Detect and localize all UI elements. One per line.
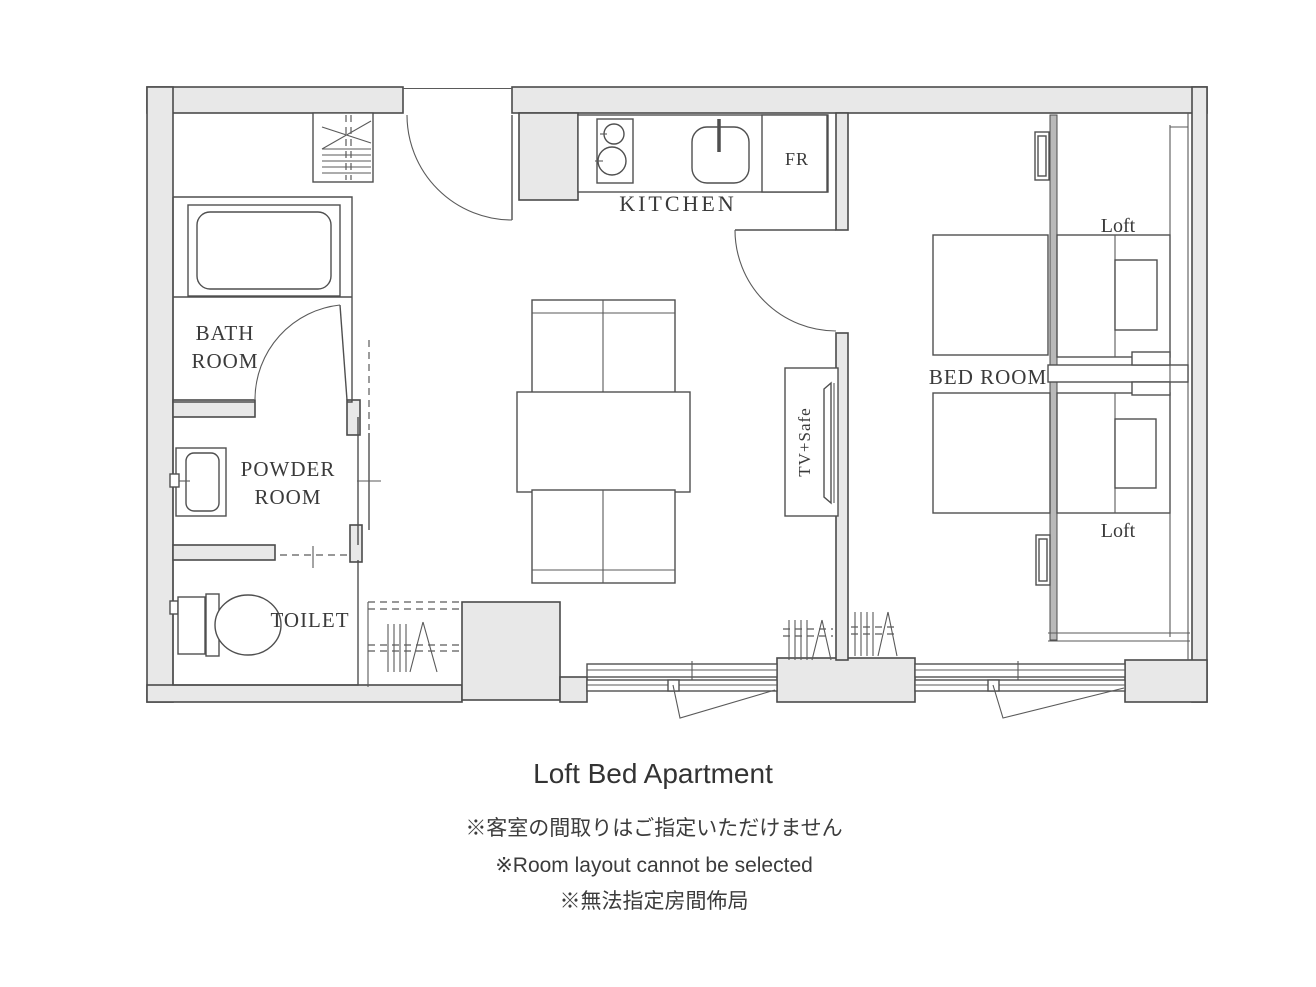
loft-ladder-hook-upper: [1034, 131, 1050, 181]
bedroom-label: BED ROOM: [929, 365, 1047, 389]
powder-sliding-door: [357, 340, 381, 530]
toilet-label: TOILET: [270, 608, 349, 632]
powder-room: [169, 340, 381, 545]
fridge: FR: [761, 114, 828, 193]
bathtub: [187, 204, 341, 297]
bathroom-door: [254, 304, 348, 401]
powder-room-label-line2: ROOM: [254, 485, 321, 509]
caption-note-japanese: ※客室の間取りはご指定いただけません: [465, 817, 842, 840]
loft-upper-label: Loft: [1101, 215, 1136, 237]
walls: [146, 86, 1208, 703]
fridge-label: FR: [785, 149, 809, 169]
entry-closet: [312, 112, 374, 183]
bathroom-label-line2: ROOM: [191, 349, 258, 373]
bed-divider-shelf: [1047, 351, 1189, 396]
tv-icon: [823, 381, 832, 505]
kitchen-sink: [691, 119, 750, 184]
bedroom: [932, 125, 1190, 642]
loft-ladder-hook-lower: [1035, 534, 1051, 586]
window-right: [914, 661, 1126, 719]
bench-seat-top: [531, 299, 676, 394]
entry-door: [406, 114, 513, 221]
kitchen: FR KITCHEN: [577, 114, 829, 216]
kitchen-stove: [595, 118, 634, 184]
bed-lower: [932, 392, 1051, 514]
dining-set: [516, 299, 691, 584]
dining-table: [516, 391, 691, 493]
caption-note-chinese: ※無法指定房間佈局: [560, 890, 749, 913]
room-labels: BATH ROOM POWDER ROOM TOILET BED ROOM Lo…: [191, 215, 1135, 632]
caption: Loft Bed Apartment ※客室の間取りはご指定いただけません ※R…: [465, 758, 842, 913]
powder-room-label-line1: POWDER: [241, 457, 336, 481]
bed-upper: [932, 234, 1049, 356]
loft-platform-lower: [1056, 392, 1171, 514]
tv-safe-label: TV+Safe: [795, 407, 814, 476]
toilet-fixture: [169, 593, 282, 657]
tv-stand: TV+Safe: [784, 367, 839, 517]
loft-rail: [1048, 125, 1190, 642]
window-left: [586, 661, 778, 719]
bathroom-label-line1: BATH: [196, 321, 255, 345]
caption-title: Loft Bed Apartment: [533, 758, 773, 789]
kitchen-label: KITCHEN: [619, 191, 737, 216]
loft-platform-upper: [1056, 234, 1171, 358]
bench-seat-bottom: [531, 489, 676, 584]
vanity-sink: [169, 447, 227, 517]
caption-note-english: ※Room layout cannot be selected: [495, 854, 813, 877]
toilet-room: [169, 546, 359, 686]
loft-ladder-living: [367, 601, 462, 687]
loft-ladder-bedroom: [783, 611, 899, 661]
loft-lower-label: Loft: [1101, 520, 1136, 542]
bathroom: [172, 196, 353, 403]
bedroom-door: [734, 229, 837, 332]
